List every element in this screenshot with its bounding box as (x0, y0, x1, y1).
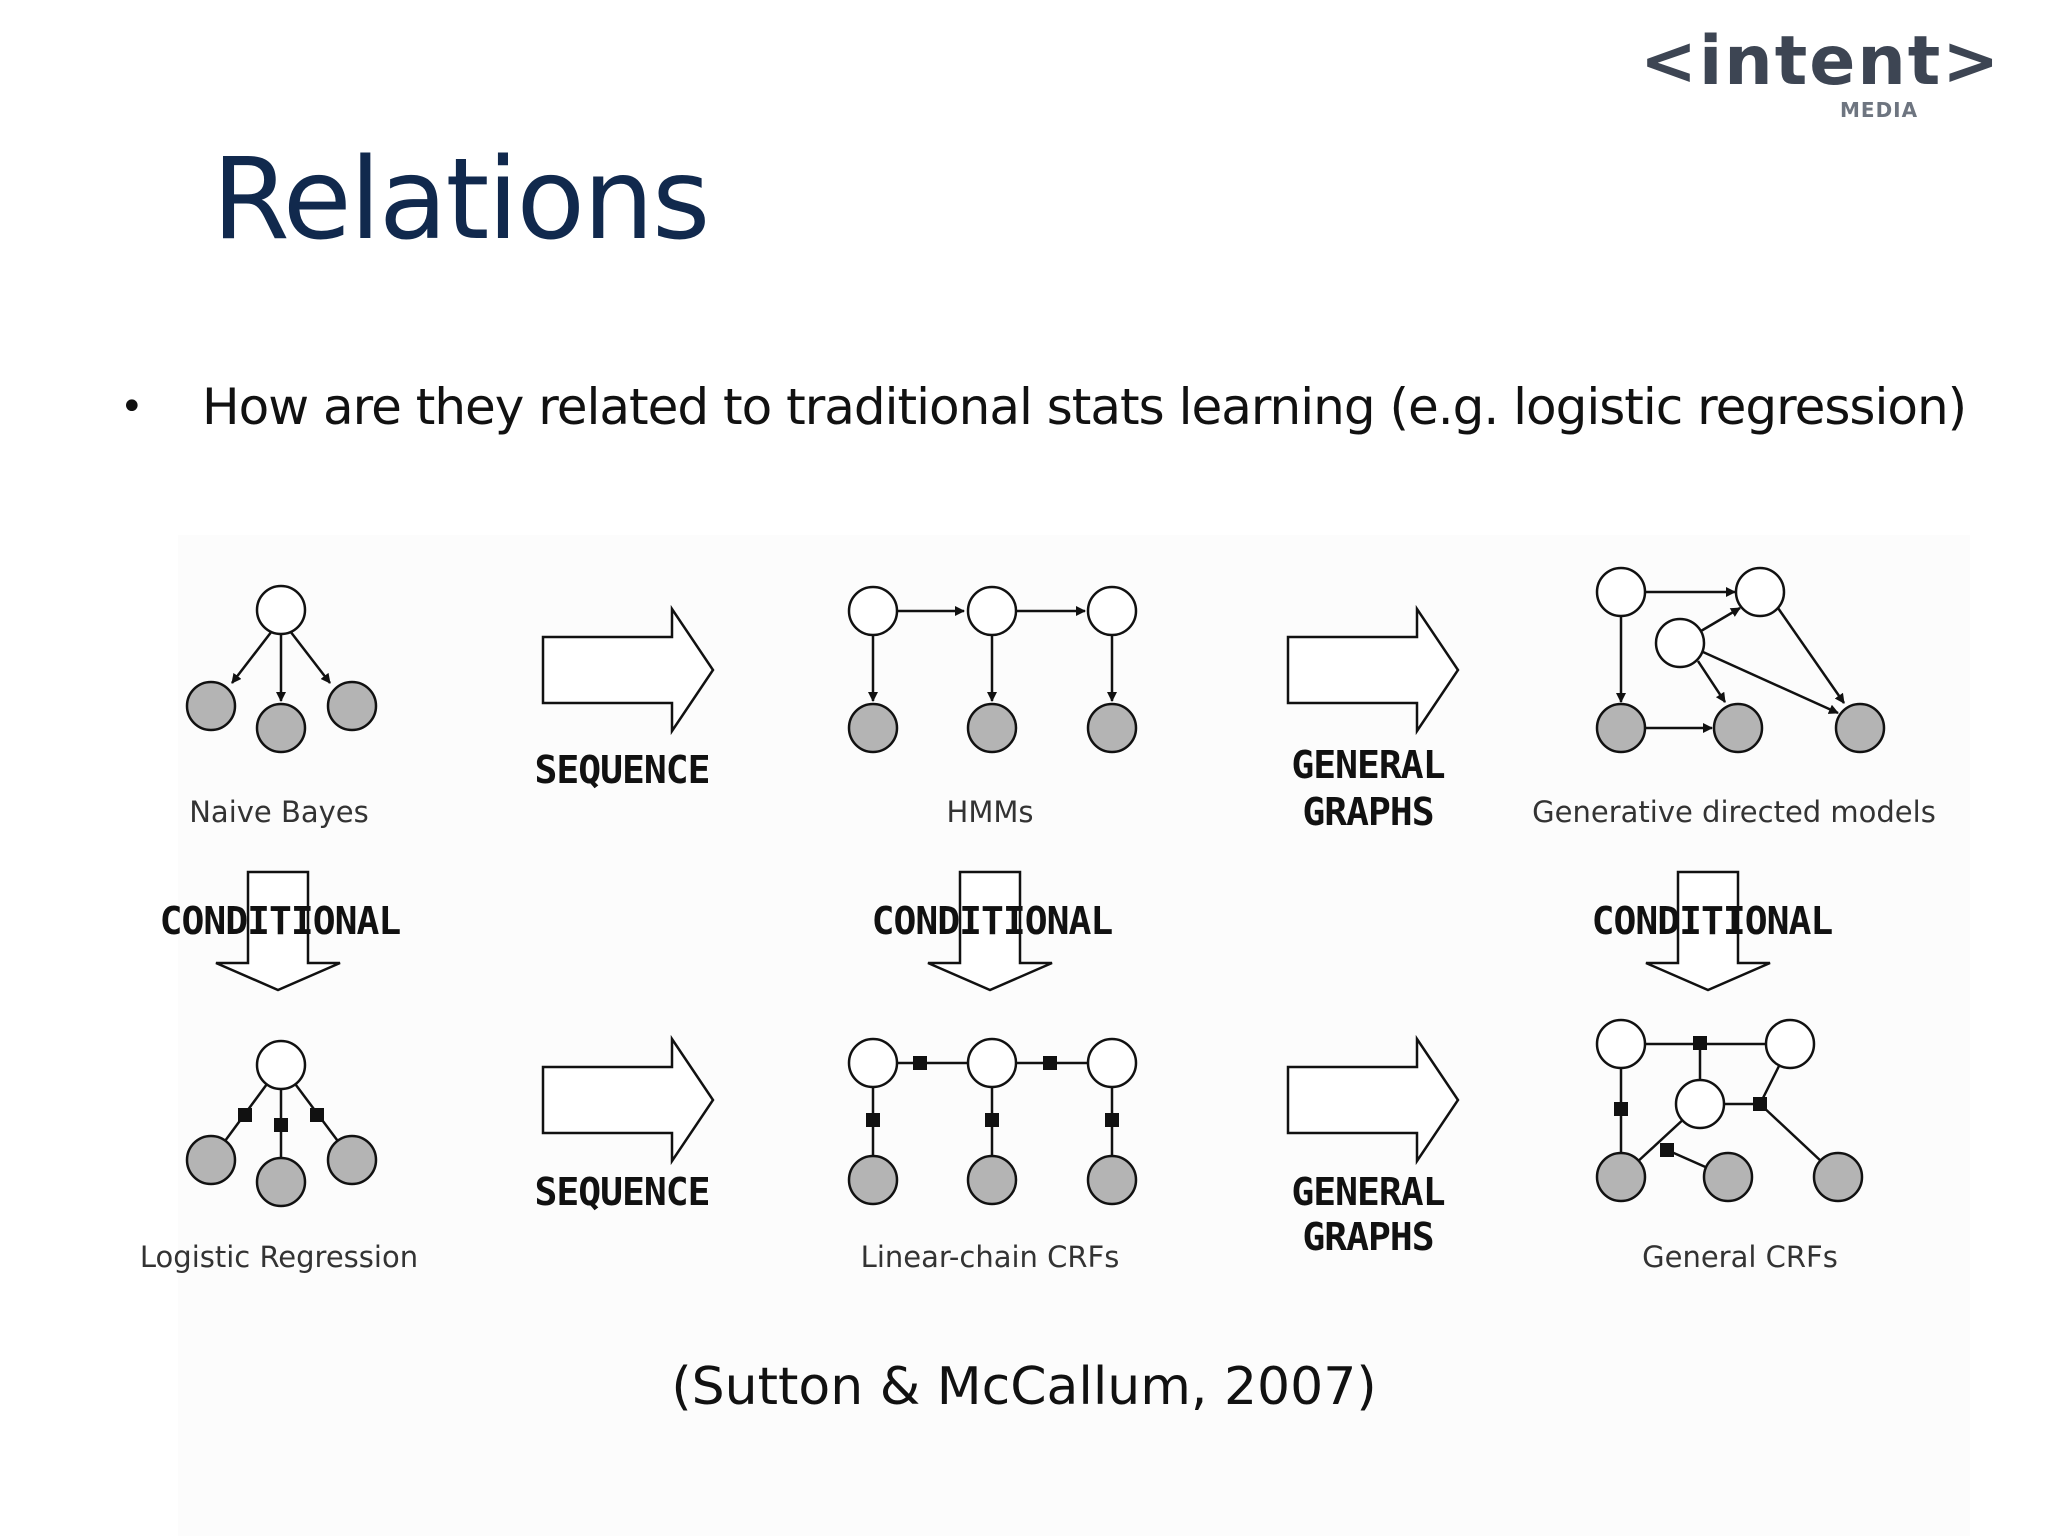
factor-node (238, 1108, 252, 1122)
hidden-node (1764, 1018, 1816, 1070)
general-graphs-arrow (1286, 1034, 1460, 1166)
factor-node (913, 1056, 927, 1070)
factor-node (985, 1113, 999, 1127)
generative-directed-graph (1595, 566, 1886, 754)
factor-node (310, 1108, 324, 1122)
sequence-label: SEQUENCE (534, 1170, 709, 1214)
hidden-node (1674, 1078, 1726, 1130)
citation: (Sutton & McCallum, 2007) (671, 1357, 1377, 1417)
observed-node (1595, 1151, 1647, 1203)
logistic-regression-graph (185, 1039, 378, 1208)
observed-node (255, 702, 307, 754)
bullet-marker: • (120, 384, 144, 430)
general-label-line1: GENERAL (1291, 1170, 1444, 1214)
general-label-line2: GRAPHS (1302, 1215, 1433, 1259)
logo-subtext: MEDIA (1840, 98, 1919, 122)
observed-node (185, 1134, 237, 1186)
logo-wordmark: <intent> (1640, 22, 2002, 101)
bullet-text: How are they related to traditional stat… (202, 378, 1967, 436)
observed-node (847, 702, 899, 754)
general-label-line2: GRAPHS (1302, 790, 1433, 834)
observed-node (255, 1156, 307, 1208)
logistic-regression-label: Logistic Regression (140, 1240, 418, 1274)
general-crf-graph (1595, 1018, 1864, 1203)
hidden-node (1086, 1037, 1138, 1089)
hidden-node (255, 1039, 307, 1091)
linear-chain-crfs-label: Linear-chain CRFs (861, 1240, 1120, 1274)
factor-node (1105, 1113, 1119, 1127)
conditional-arrow (215, 870, 341, 992)
factor-node (1043, 1056, 1057, 1070)
observed-node (847, 1154, 899, 1206)
factor-node (866, 1113, 880, 1127)
naive-bayes-graph (185, 584, 378, 754)
intent-media-logo: <intent> MEDIA (1640, 22, 2002, 132)
conditional-arrow (927, 870, 1053, 992)
conditional-label: CONDITIONAL (872, 899, 1113, 943)
general-label-line1: GENERAL (1291, 743, 1444, 787)
naive-bayes-label: Naive Bayes (189, 795, 369, 829)
hidden-node (1086, 585, 1138, 637)
hidden-node (255, 584, 307, 636)
observed-node (1834, 702, 1886, 754)
observed-node (1086, 702, 1138, 754)
hmms-label: HMMs (947, 795, 1034, 829)
hmm-graph (847, 585, 1138, 754)
hidden-node (847, 1037, 899, 1089)
observed-node (1595, 702, 1647, 754)
factor-node (274, 1118, 288, 1132)
observed-node (966, 1154, 1018, 1206)
hidden-node (966, 1037, 1018, 1089)
observed-node (185, 680, 237, 732)
bullet-item: • How are they related to traditional st… (120, 375, 2000, 445)
general-crfs-label: General CRFs (1642, 1240, 1838, 1274)
observed-node (1712, 702, 1764, 754)
conditional-label: CONDITIONAL (160, 899, 401, 943)
sequence-label: SEQUENCE (534, 748, 709, 792)
conditional-label: CONDITIONAL (1592, 899, 1833, 943)
sequence-arrow (541, 604, 715, 736)
sequence-arrow (541, 1034, 715, 1166)
hidden-node (1595, 1018, 1647, 1070)
factor-node (1614, 1102, 1628, 1116)
hidden-node (847, 585, 899, 637)
linear-chain-crf-graph (847, 1037, 1138, 1206)
hidden-node (1595, 566, 1647, 618)
observed-node (1086, 1154, 1138, 1206)
conditional-arrow (1645, 870, 1771, 992)
observed-node (326, 680, 378, 732)
observed-node (1812, 1151, 1864, 1203)
general-graphs-arrow (1286, 604, 1460, 736)
hidden-node (966, 585, 1018, 637)
observed-node (1702, 1151, 1754, 1203)
hidden-node (1734, 566, 1786, 618)
factor-node (1660, 1143, 1674, 1157)
generative-directed-label: Generative directed models (1532, 795, 1936, 829)
factor-node (1693, 1036, 1707, 1050)
slide-title: Relations (212, 135, 710, 265)
observed-node (966, 702, 1018, 754)
hidden-node (1654, 617, 1706, 669)
observed-node (326, 1134, 378, 1186)
factor-node (1753, 1097, 1767, 1111)
diagram-background (178, 535, 1970, 1536)
